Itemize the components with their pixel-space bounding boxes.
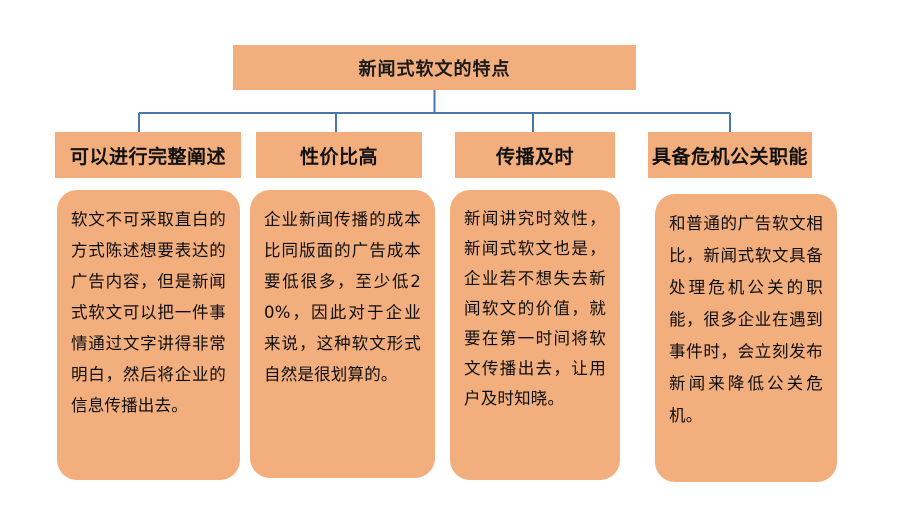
diagram-title-node[interactable]: 新闻式软文的特点 (233, 45, 636, 90)
branch-body-text-2: 企业新闻传播的成本比同版面的广告成本要低很多，至少低20%，因此对于企业来说，这… (264, 210, 421, 384)
branch-header-label-4: 具备危机公关职能 (651, 145, 808, 168)
branch-body-text-4: 和普通的广告软文相比，新闻式软文具备处理危机公关的职能，很多企业在遇到事件时，会… (669, 214, 823, 425)
branch-body-node-1[interactable]: 软文不可采取直白的方式陈述想要表达的广告内容，但是新闻式软文可以把一件事情通过文… (57, 190, 240, 480)
branch-header-node-2[interactable]: 性价比高 (256, 132, 422, 178)
branch-body-node-3[interactable]: 新闻讲究时效性，新闻式软文也是，企业若不想失去新闻软文的价值，就要在第一时间将软… (450, 190, 620, 480)
branch-header-label-2: 性价比高 (299, 145, 378, 168)
branch-header-label-3: 传播及时 (495, 145, 574, 168)
branch-body-text-3: 新闻讲究时效性，新闻式软文也是，企业若不想失去新闻软文的价值，就要在第一时间将软… (464, 209, 606, 408)
branch-header-node-3[interactable]: 传播及时 (455, 132, 615, 178)
branch-body-node-2[interactable]: 企业新闻传播的成本比同版面的广告成本要低很多，至少低20%，因此对于企业来说，这… (250, 190, 435, 478)
diagram-title-label: 新闻式软文的特点 (358, 58, 511, 80)
branch-header-node-4[interactable]: 具备危机公关职能 (648, 132, 812, 178)
branch-header-node-1[interactable]: 可以进行完整阐述 (55, 132, 241, 178)
branch-body-node-4[interactable]: 和普通的广告软文相比，新闻式软文具备处理危机公关的职能，很多企业在遇到事件时，会… (655, 194, 837, 482)
branch-header-label-1: 可以进行完整阐述 (69, 145, 226, 168)
branch-body-text-1: 软文不可采取直白的方式陈述想要表达的广告内容，但是新闻式软文可以把一件事情通过文… (71, 210, 226, 415)
